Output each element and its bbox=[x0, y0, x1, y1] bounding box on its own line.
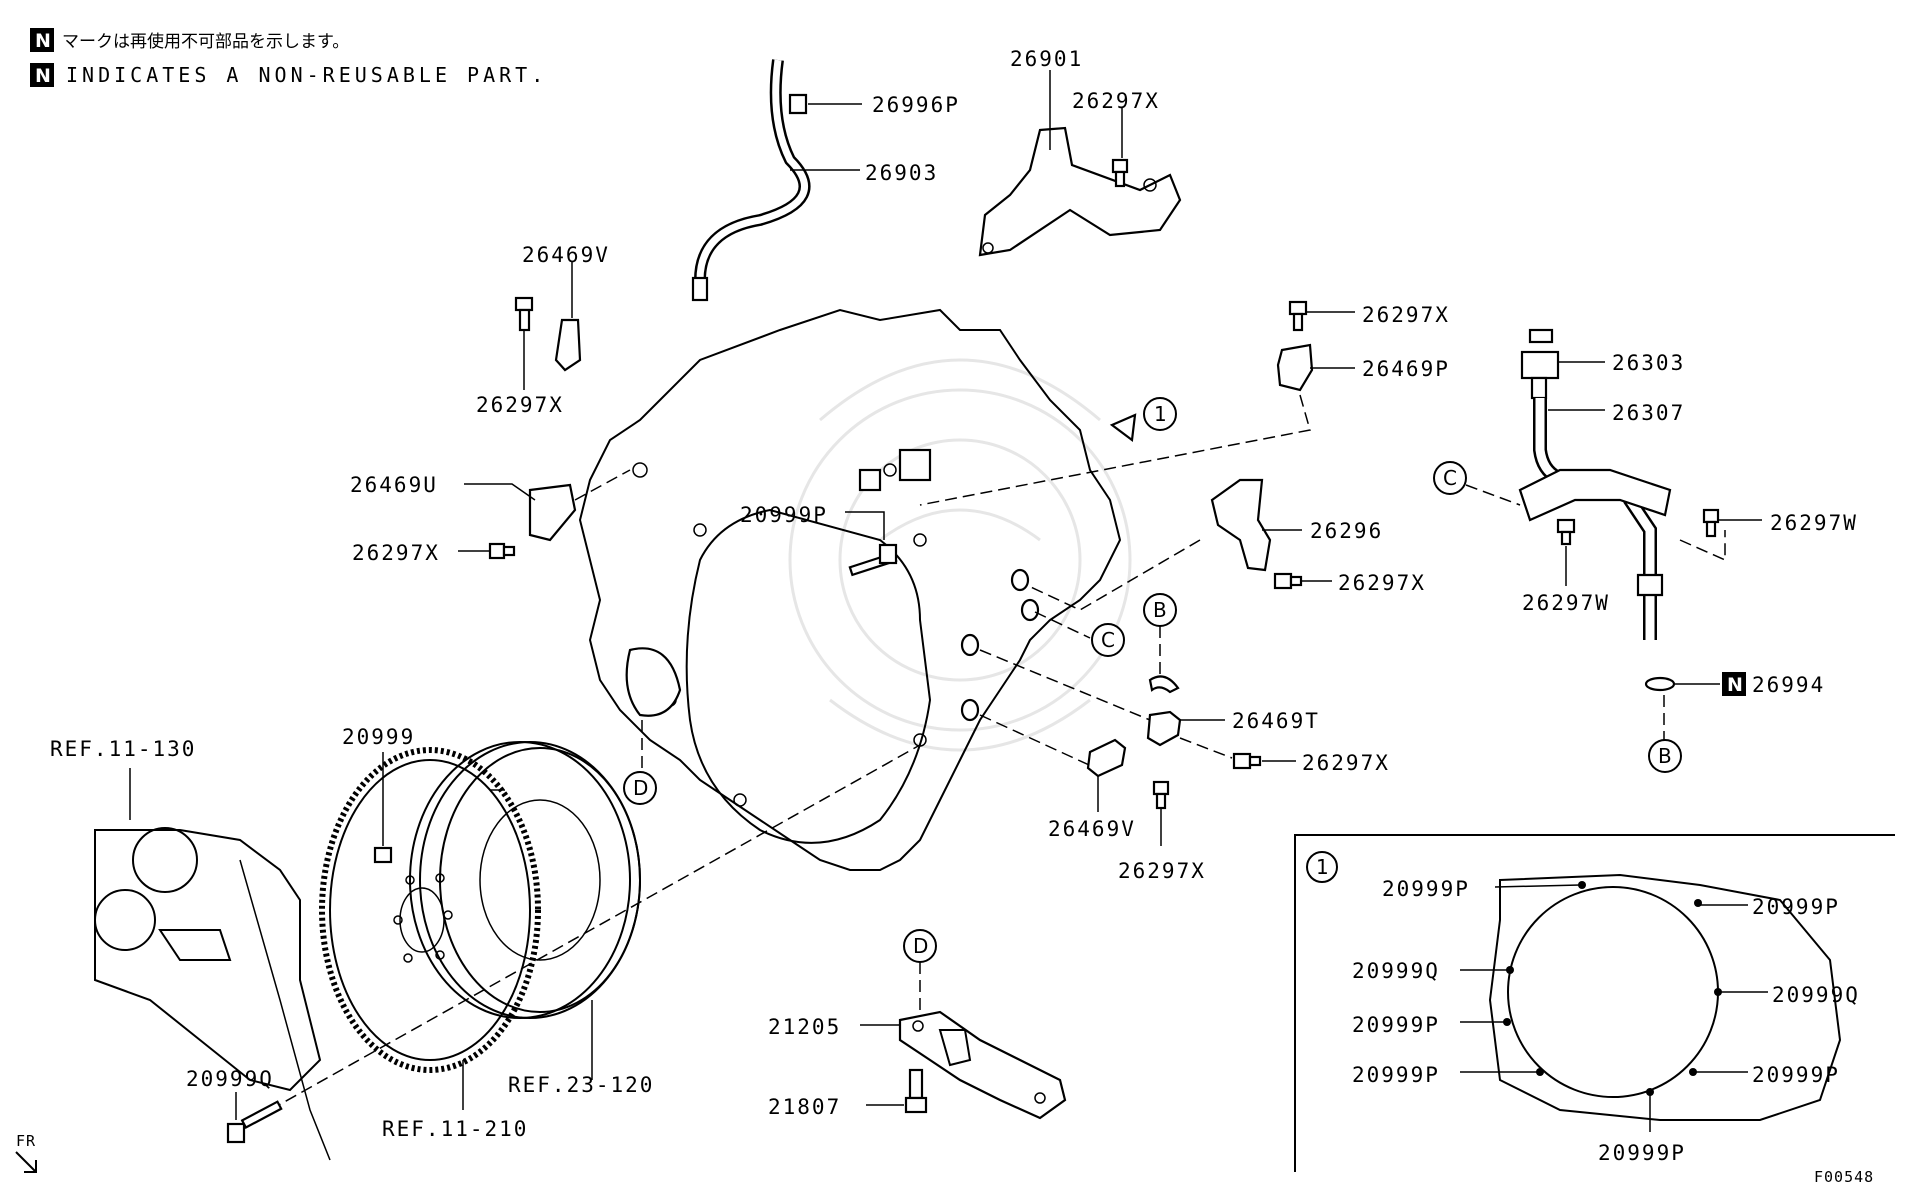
bolt-26297X-right-mid bbox=[1273, 572, 1303, 590]
callout-D-bottom: D bbox=[903, 929, 937, 963]
label-REF.23-120: REF.23-120 bbox=[508, 1073, 654, 1097]
dipstick-tube-26903 bbox=[691, 59, 811, 302]
bracket-26469V-upper bbox=[554, 318, 582, 372]
label-26996P: 26996P bbox=[872, 93, 960, 117]
label-26469U: 26469U bbox=[350, 473, 438, 497]
bolt-26297W-left bbox=[1556, 518, 1576, 546]
label-26469P: 26469P bbox=[1362, 357, 1450, 381]
bolt-26297X-bottom bbox=[1152, 780, 1170, 810]
bolt-26297X-left-lower bbox=[488, 542, 516, 560]
clip-26469T bbox=[1148, 675, 1180, 694]
bracket-26469U bbox=[528, 483, 577, 542]
bracket-26469T bbox=[1146, 710, 1182, 747]
label-26901: 26901 bbox=[1010, 47, 1083, 71]
svg-text:FR: FR bbox=[16, 1132, 36, 1150]
inset-label-3: 20999Q bbox=[1352, 959, 1440, 983]
label-26297X-right-upper: 26297X bbox=[1362, 303, 1450, 327]
bolt-26297X-top bbox=[1111, 158, 1129, 188]
label-26297X-left-lower: 26297X bbox=[352, 541, 440, 565]
svg-text:N: N bbox=[35, 65, 51, 87]
figure-code: F00548 bbox=[1814, 1168, 1874, 1186]
transmission-case bbox=[578, 308, 1122, 871]
svg-text:C: C bbox=[1443, 466, 1457, 490]
watermark-emblem bbox=[788, 358, 1132, 752]
bracket-26469V-lower bbox=[1086, 738, 1127, 778]
callout-1-marker: 1 bbox=[1109, 397, 1177, 443]
dowel-pins bbox=[960, 568, 1040, 722]
mount-bracket-21205 bbox=[898, 1010, 1067, 1120]
svg-text:1: 1 bbox=[1316, 855, 1329, 879]
inset-label-2: 20999P bbox=[1752, 895, 1840, 919]
label-20999P: 20999P bbox=[740, 503, 828, 527]
svg-text:N: N bbox=[35, 30, 51, 52]
callout-B-left: B bbox=[1143, 593, 1177, 627]
label-26297X-bottom: 26297X bbox=[1118, 859, 1206, 883]
label-21807: 21807 bbox=[768, 1095, 841, 1119]
non-reusable-badge-26994 bbox=[1722, 672, 1746, 696]
svg-text:1: 1 bbox=[1154, 402, 1167, 426]
svg-text:B: B bbox=[1153, 598, 1167, 622]
inset-label-6: 20999P bbox=[1752, 1063, 1840, 1087]
inset-label-1: 20999P bbox=[1382, 877, 1470, 901]
label-26297X-right-mid: 26297X bbox=[1338, 571, 1426, 595]
bolt-26297X-left-upper bbox=[514, 296, 534, 332]
inset-label-bottom: 20999P bbox=[1598, 1141, 1686, 1165]
label-20999Q: 20999Q bbox=[186, 1067, 274, 1091]
label-26297X-right-lower: 26297X bbox=[1302, 751, 1390, 775]
label-26303: 26303 bbox=[1612, 351, 1685, 375]
oring-26994 bbox=[1644, 676, 1676, 692]
engine-block-ref bbox=[94, 827, 331, 1161]
bolt-26297X-right-upper bbox=[1288, 300, 1308, 332]
callout-C-right: C bbox=[1433, 461, 1467, 495]
label-26469T: 26469T bbox=[1232, 709, 1320, 733]
bolt-20999Q bbox=[226, 1100, 283, 1144]
inset-label-5: 20999P bbox=[1352, 1013, 1440, 1037]
torque-converter bbox=[409, 741, 641, 1019]
bracket-26296 bbox=[1210, 478, 1272, 572]
non-reusable-note-en: N INDICATES A NON-REUSABLE PART. bbox=[30, 63, 547, 87]
dipstick-assembly-26303 bbox=[1518, 328, 1672, 640]
non-reusable-note-jp: N マークは再使用不可部品を示します。 bbox=[30, 28, 349, 52]
label-26994: 26994 bbox=[1752, 673, 1825, 697]
label-26297X-top: 26297X bbox=[1072, 89, 1160, 113]
svg-text:マークは再使用不可部品を示します。: マークは再使用不可部品を示します。 bbox=[62, 31, 349, 52]
drive-plate-flywheel bbox=[319, 747, 541, 1073]
callout-B-right: B bbox=[1648, 739, 1682, 773]
label-REF.11-210: REF.11-210 bbox=[382, 1117, 528, 1141]
label-26296: 26296 bbox=[1310, 519, 1383, 543]
svg-text:B: B bbox=[1658, 744, 1672, 768]
label-26903: 26903 bbox=[865, 161, 938, 185]
label-26297X-left-upper: 26297X bbox=[476, 393, 564, 417]
label-21205: 21205 bbox=[768, 1015, 841, 1039]
callout-D-left: D bbox=[623, 771, 657, 805]
bolt-26297W-right bbox=[1702, 508, 1720, 538]
callout-C-left: C bbox=[1091, 623, 1125, 657]
label-REF.11-130: REF.11-130 bbox=[50, 737, 196, 761]
svg-text:INDICATES A NON-REUSABLE PART.: INDICATES A NON-REUSABLE PART. bbox=[66, 63, 547, 87]
inset-label-7: 20999P bbox=[1352, 1063, 1440, 1087]
inset-label-4: 20999Q bbox=[1772, 983, 1860, 1007]
label-26297W-right: 26297W bbox=[1770, 511, 1858, 535]
bracket-26469P bbox=[1276, 343, 1314, 392]
label-26297W-left: 26297W bbox=[1522, 591, 1610, 615]
bolt-20999P bbox=[848, 543, 898, 577]
bracket-26901 bbox=[978, 126, 1182, 257]
svg-text:C: C bbox=[1101, 628, 1115, 652]
svg-text:N: N bbox=[1727, 674, 1743, 696]
label-26469V-upper: 26469V bbox=[522, 243, 610, 267]
label-26469V-lower: 26469V bbox=[1048, 817, 1136, 841]
svg-text:D: D bbox=[913, 934, 928, 958]
bolt-21807 bbox=[904, 1068, 928, 1114]
label-20999: 20999 bbox=[342, 725, 415, 749]
front-direction-arrow: FR bbox=[15, 1132, 37, 1173]
svg-text:D: D bbox=[633, 776, 648, 800]
label-26307: 26307 bbox=[1612, 401, 1685, 425]
inset-bolt-layout: 1 bbox=[1294, 834, 1895, 1172]
bolt-26297X-right-lower bbox=[1232, 752, 1262, 770]
